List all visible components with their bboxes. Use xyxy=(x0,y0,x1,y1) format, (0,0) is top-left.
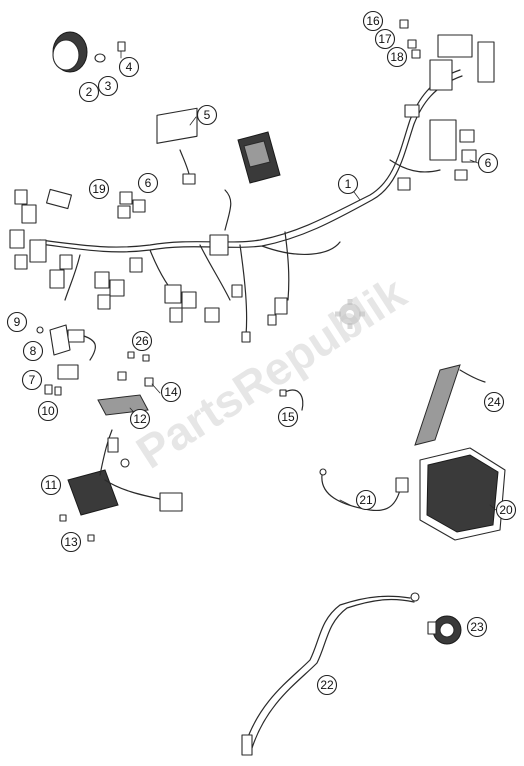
callout-label: 10 xyxy=(41,404,55,418)
callout-label: 6 xyxy=(145,176,152,190)
part-fuse-connector xyxy=(237,131,281,184)
callout-label: 3 xyxy=(105,79,112,93)
callout: 18 xyxy=(386,46,408,68)
callout-label: 20 xyxy=(499,503,513,517)
callout-label: 8 xyxy=(30,344,37,358)
callout: 8 xyxy=(22,340,44,362)
callout-label: 14 xyxy=(164,385,178,399)
part-horn xyxy=(52,31,126,73)
part-control-unit xyxy=(156,107,198,185)
callout-label: 24 xyxy=(487,395,501,409)
callout-label: 11 xyxy=(45,478,58,492)
part-battery xyxy=(419,447,506,541)
upper-right-connector-cluster xyxy=(397,19,495,191)
part-sensor-23 xyxy=(427,615,462,645)
callout-label: 17 xyxy=(378,32,392,46)
gear-icon xyxy=(335,299,365,329)
callout: 6 xyxy=(477,152,499,174)
callout: 19 xyxy=(88,178,110,200)
callout-label: 7 xyxy=(29,373,36,387)
callout-label: 19 xyxy=(92,182,106,196)
left-connector-cluster xyxy=(9,188,73,289)
callout: 22 xyxy=(316,674,338,696)
callout: 13 xyxy=(60,531,82,553)
callout: 16 xyxy=(362,10,384,32)
callout: 6 xyxy=(137,172,159,194)
callout: 15 xyxy=(277,406,299,428)
callout-label: 26 xyxy=(135,334,149,348)
callout-label: 13 xyxy=(64,535,78,549)
callout: 9 xyxy=(6,311,28,333)
callout: 17 xyxy=(374,28,396,50)
callout: 5 xyxy=(196,104,218,126)
callout-label: 16 xyxy=(366,14,380,28)
callout-label: 15 xyxy=(281,410,295,424)
callout-label: 5 xyxy=(204,108,211,122)
center-connector-cluster xyxy=(94,234,288,343)
callout: 14 xyxy=(160,381,182,403)
part-bracket xyxy=(36,324,96,396)
callout-label: 22 xyxy=(320,678,334,692)
callout: 24 xyxy=(483,391,505,413)
callout: 1 xyxy=(337,173,359,195)
callout-label: 6 xyxy=(485,156,492,170)
part-cable-15 xyxy=(279,389,304,411)
main-harness xyxy=(39,69,463,336)
callout-label: 4 xyxy=(126,60,133,74)
part-cable-22 xyxy=(241,592,420,756)
part-relays-left xyxy=(117,191,146,219)
part-bolts-and-plate xyxy=(97,351,154,416)
callout-label: 23 xyxy=(470,620,484,634)
callout: 3 xyxy=(97,75,119,97)
callout: 7 xyxy=(21,369,43,391)
part-cable-21 xyxy=(319,468,409,512)
callout: 11 xyxy=(40,474,62,496)
callout: 4 xyxy=(118,56,140,78)
callout: 12 xyxy=(129,408,151,430)
callout-label: 1 xyxy=(345,177,352,191)
part-regulator xyxy=(59,429,183,542)
callout: 20 xyxy=(495,499,517,521)
callout: 10 xyxy=(37,400,59,422)
callout-label: 18 xyxy=(390,50,404,64)
callout: 21 xyxy=(355,489,377,511)
callout: 23 xyxy=(466,616,488,638)
callout: 26 xyxy=(131,330,153,352)
callout: 2 xyxy=(78,81,100,103)
callout-label: 21 xyxy=(359,493,373,507)
part-bar-24 xyxy=(414,364,486,446)
callout-label: 12 xyxy=(133,412,147,426)
callout-label: 2 xyxy=(86,85,93,99)
callout-label: 9 xyxy=(14,315,21,329)
